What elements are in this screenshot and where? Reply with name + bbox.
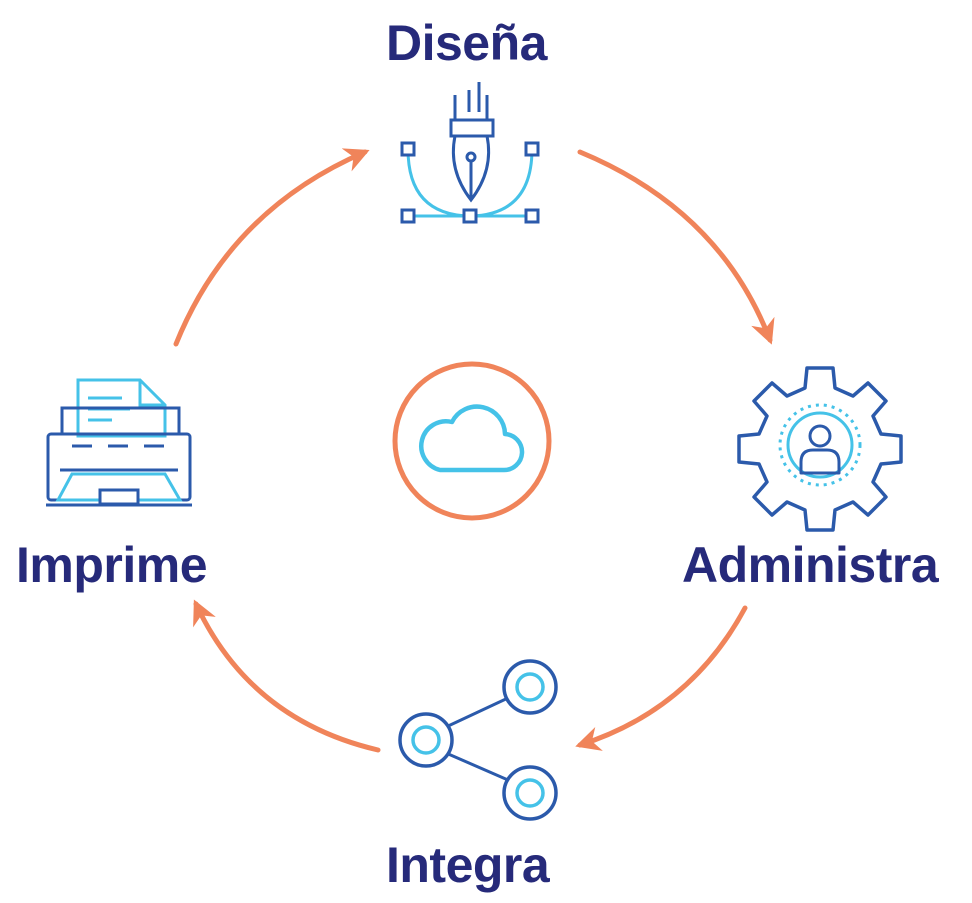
step-label-imprime: Imprime xyxy=(16,537,208,593)
pen-tool-icon xyxy=(400,82,540,224)
arrow-disena-to-administra xyxy=(577,149,775,345)
center-cloud-badge xyxy=(392,361,552,521)
step-label-integra: Integra xyxy=(386,837,550,893)
gear-user-icon xyxy=(737,366,903,532)
step-label-administra: Administra xyxy=(682,537,939,593)
step-label-disena: Diseña xyxy=(386,15,547,71)
cloud-icon xyxy=(419,404,525,473)
share-nodes-icon xyxy=(398,659,558,821)
arrow-imprime-to-disena xyxy=(173,148,370,347)
arrow-integra-to-imprime xyxy=(193,599,381,753)
printer-icon xyxy=(46,378,192,507)
arrow-administra-to-integra xyxy=(575,605,748,751)
